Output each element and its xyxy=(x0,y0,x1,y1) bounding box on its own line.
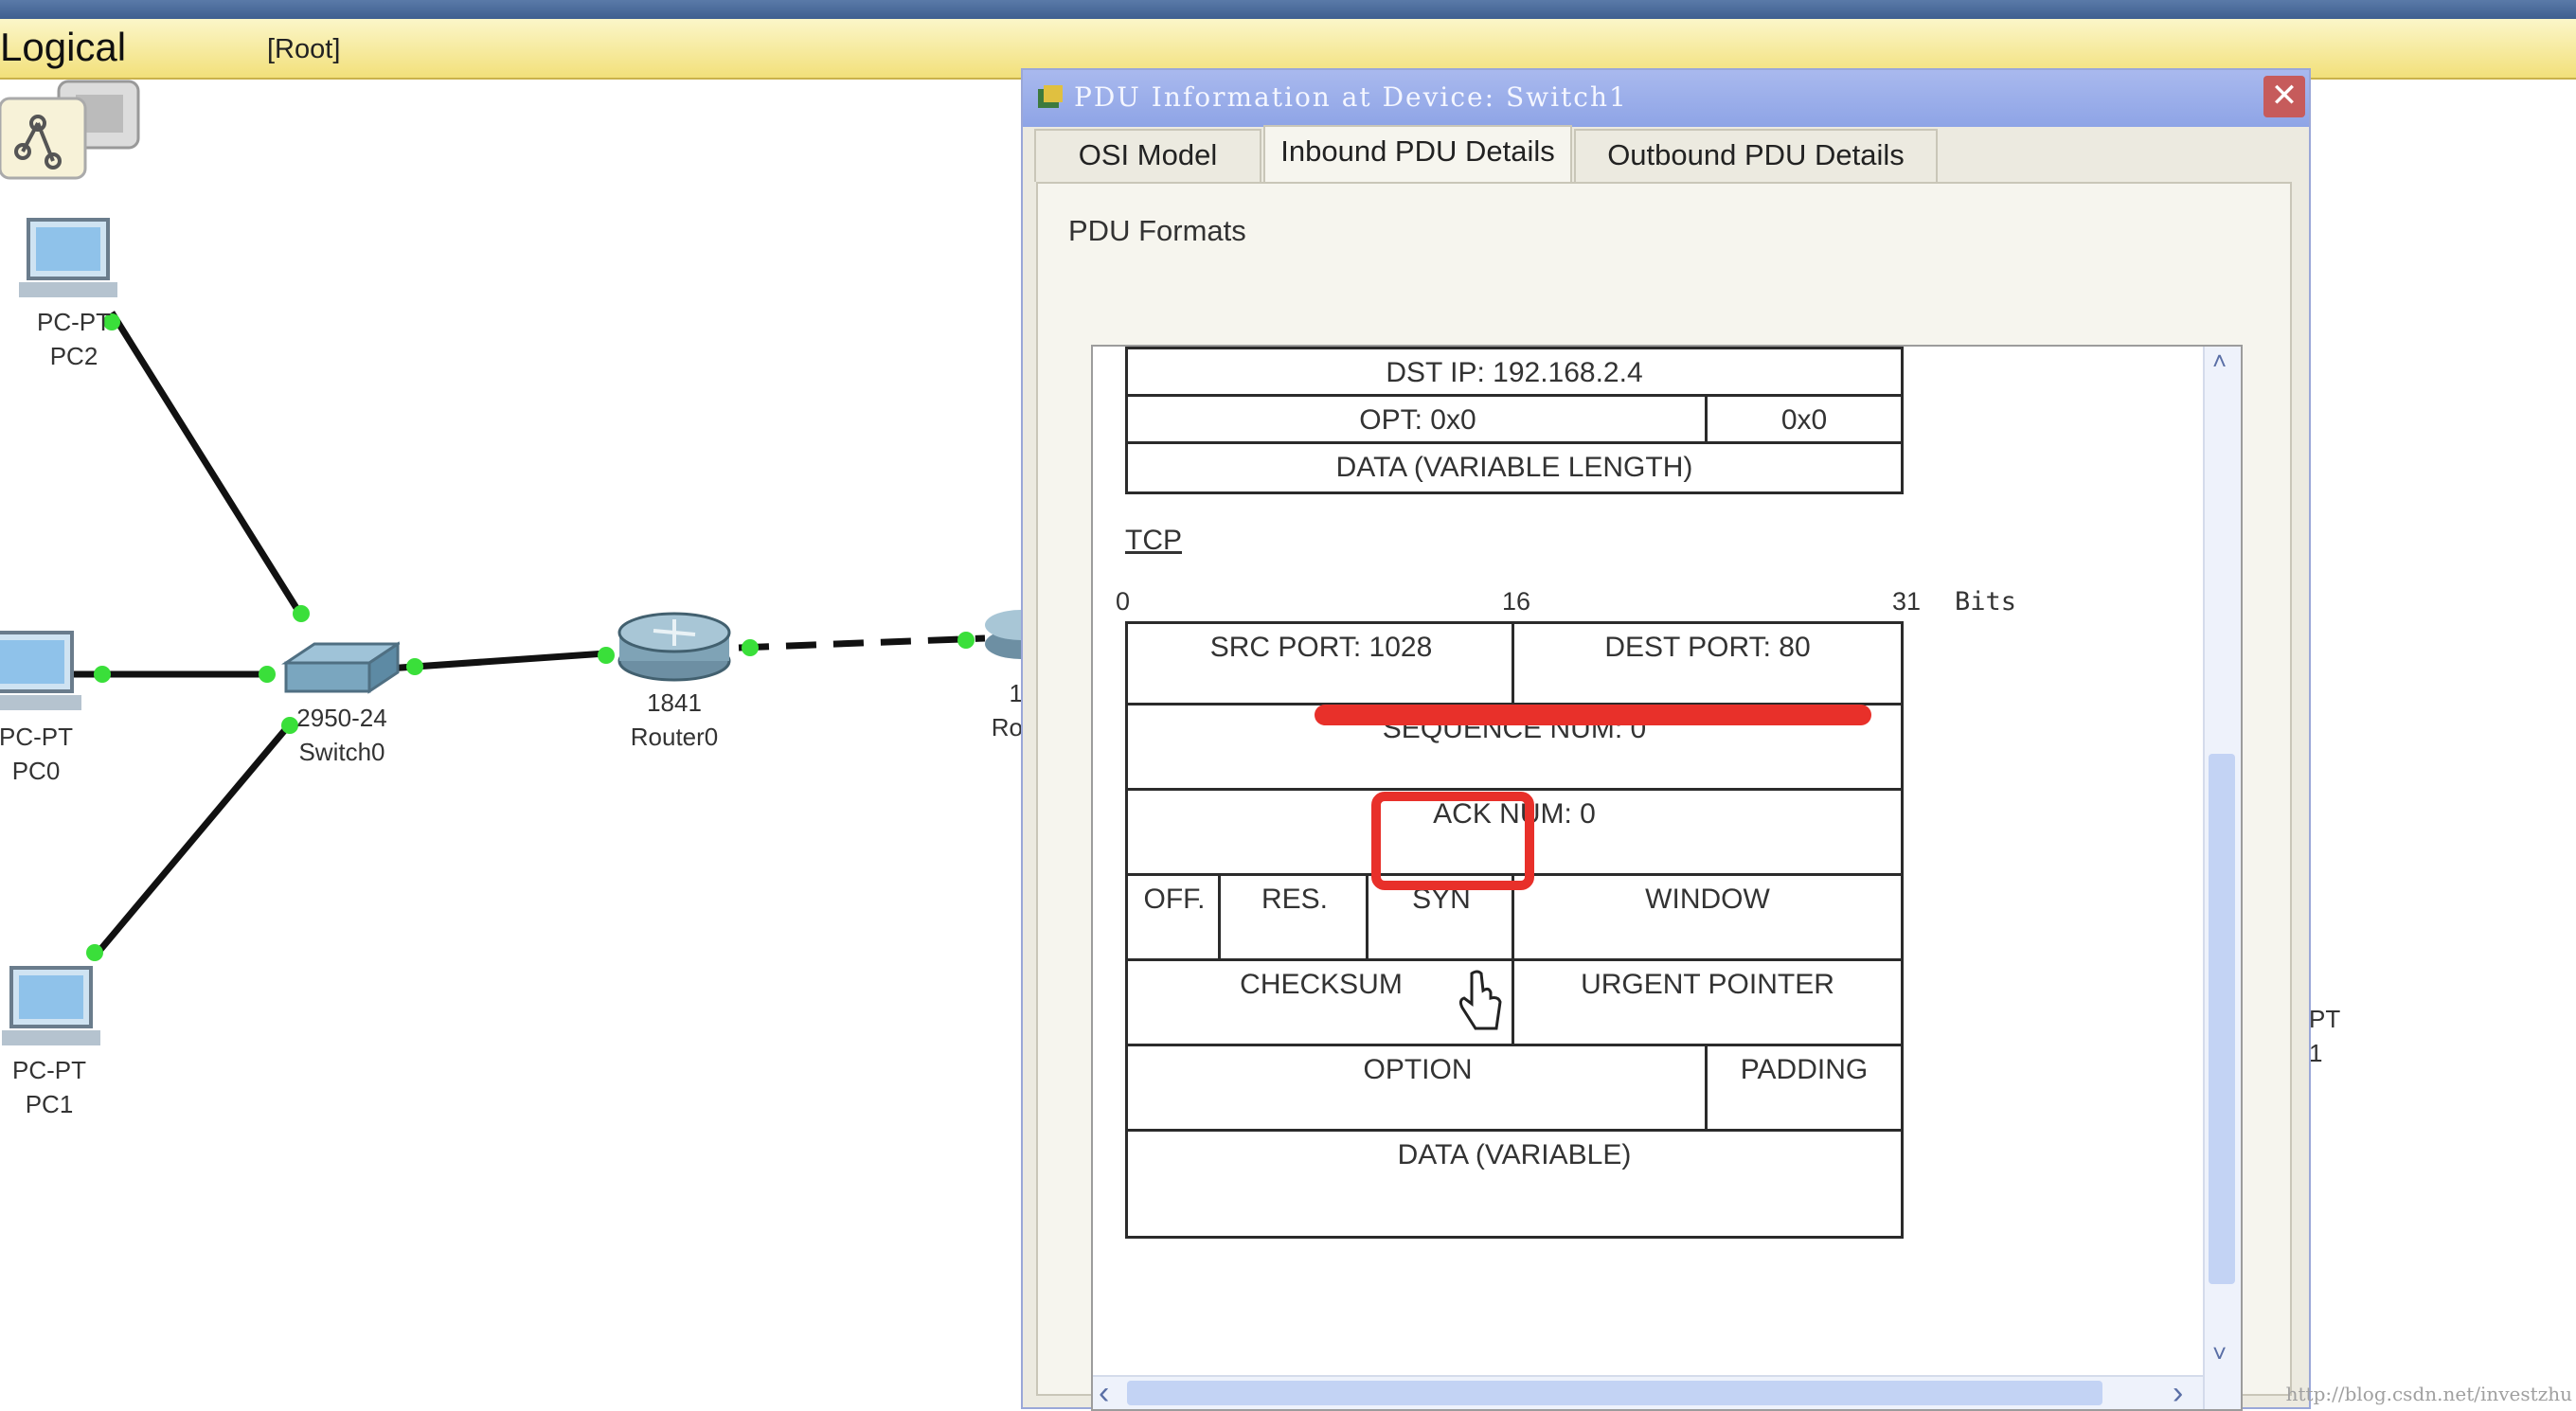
right-partial-name: 1 xyxy=(2309,1039,2323,1067)
tcp-option-text: OPTION xyxy=(1363,1054,1473,1085)
ip-dst-ip-cell: DST IP: 192.168.2.4 xyxy=(1125,347,1904,400)
horizontal-scrollbar[interactable]: ‹ › xyxy=(1093,1375,2203,1409)
tcp-data-text: DATA (VARIABLE) xyxy=(1397,1139,1632,1170)
root-breadcrumb[interactable]: [Root] xyxy=(267,34,341,64)
app-icon xyxy=(1036,83,1064,116)
tcp-res-text: RES. xyxy=(1261,884,1329,915)
tcp-res-cell: RES. xyxy=(1218,873,1371,964)
router0-label: 1841 Router0 xyxy=(612,686,737,754)
pc1-name: PC1 xyxy=(25,1090,74,1118)
tcp-dest-port-text: DEST PORT: 80 xyxy=(1604,632,1811,663)
switch0-model: 2950-24 xyxy=(296,704,387,732)
tcp-checksum-text: CHECKSUM xyxy=(1240,969,1403,1000)
tcp-src-port-cell: SRC PORT: 1028 xyxy=(1125,621,1517,708)
router1-partial-icon[interactable] xyxy=(983,606,1057,668)
scroll-down-icon[interactable]: ˅ xyxy=(2212,1339,2227,1367)
tcp-window-cell: WINDOW xyxy=(1512,873,1904,964)
pc0-label: PC-PT PC0 xyxy=(0,720,85,788)
switch0-name: Switch0 xyxy=(298,738,385,766)
dialog-title-bar[interactable]: PDU Information at Device: Switch1 ✕ xyxy=(1023,70,2309,127)
pc0-name: PC0 xyxy=(11,757,61,785)
router1-partial-label: 1 Ro xyxy=(975,676,1023,744)
ip-dst-ip-text: DST IP: 192.168.2.4 xyxy=(1386,357,1643,388)
horizontal-scroll-thumb[interactable] xyxy=(1127,1381,2102,1405)
pc2-label: PC-PT PC2 xyxy=(17,305,131,373)
dialog-title: PDU Information at Device: Switch1 xyxy=(1074,81,1628,113)
tcp-option-cell: OPTION xyxy=(1125,1044,1710,1134)
scroll-right-icon[interactable]: › xyxy=(2173,1375,2184,1411)
pdu-formats-label: PDU Formats xyxy=(1068,214,1246,247)
pc1-type: PC-PT xyxy=(12,1056,86,1084)
tcp-data-cell: DATA (VARIABLE) xyxy=(1125,1129,1904,1239)
tcp-off-text: OFF. xyxy=(1143,884,1206,915)
ip-opt-pad-cell: 0x0 xyxy=(1705,394,1904,447)
router0-name: Router0 xyxy=(630,723,719,751)
tcp-ack-num-text: ACK NUM: 0 xyxy=(1433,798,1596,830)
vertical-scroll-thumb[interactable] xyxy=(2209,754,2235,1284)
tcp-src-port-text: SRC PORT: 1028 xyxy=(1209,632,1433,663)
pc2-name: PC2 xyxy=(49,342,98,370)
router1-name: Ro xyxy=(991,713,1023,741)
tcp-padding-cell: PADDING xyxy=(1705,1044,1904,1134)
switch0-label: 2950-24 Switch0 xyxy=(280,701,403,769)
network-links xyxy=(38,311,986,961)
tcp-ack-num-cell: ACK NUM: 0 xyxy=(1125,788,1904,879)
pdu-formats-scroll-area[interactable]: DST IP: 192.168.2.4 OPT: 0x0 0x0 DATA (V… xyxy=(1091,345,2243,1411)
pc1-computer-icon[interactable] xyxy=(2,964,100,1049)
tcp-urgent-pointer-cell: URGENT POINTER xyxy=(1512,958,1904,1049)
tcp-dest-port-cell: DEST PORT: 80 xyxy=(1512,621,1904,708)
toolbar-strip xyxy=(0,0,2576,19)
tcp-urgent-pointer-text: URGENT POINTER xyxy=(1581,969,1834,1000)
tcp-checksum-cell: CHECKSUM xyxy=(1125,958,1517,1049)
ip-data-cell: DATA (VARIABLE LENGTH) xyxy=(1125,441,1904,494)
scroll-left-icon[interactable]: ‹ xyxy=(1099,1375,1110,1411)
tcp-padding-text: PADDING xyxy=(1740,1054,1869,1085)
tab-osi-model[interactable]: OSI Model xyxy=(1034,129,1261,182)
syn-highlight-annotation xyxy=(1371,792,1534,890)
bit-16-label: 16 xyxy=(1502,587,1531,616)
right-partial-label: PT 1 xyxy=(2309,1002,2347,1070)
right-partial-type: PT xyxy=(2309,1005,2341,1033)
pdu-information-dialog: PDU Information at Device: Switch1 ✕ OSI… xyxy=(1021,68,2311,1411)
ip-opt-text: OPT: 0x0 xyxy=(1359,404,1476,436)
hand-cursor-icon xyxy=(1457,970,1504,1041)
scroll-up-icon[interactable]: ˄ xyxy=(2212,347,2227,375)
ip-opt-cell: OPT: 0x0 xyxy=(1125,394,1710,447)
pc1-label: PC-PT PC1 xyxy=(0,1053,98,1121)
bits-unit-label: Bits xyxy=(1955,587,2017,616)
pc0-type: PC-PT xyxy=(0,723,73,751)
ip-opt-pad-text: 0x0 xyxy=(1780,404,1828,436)
cluster-icon[interactable] xyxy=(0,78,140,182)
watermark: http://blog.csdn.net/investzhu xyxy=(2285,1383,2572,1405)
bit-0-label: 0 xyxy=(1116,587,1131,616)
bit-31-label: 31 xyxy=(1892,587,1922,616)
tab-outbound-pdu-details[interactable]: Outbound PDU Details xyxy=(1574,129,1938,182)
pc2-computer-icon[interactable] xyxy=(19,216,117,301)
router0-model: 1841 xyxy=(647,688,702,717)
switch0-icon[interactable] xyxy=(277,636,402,707)
logical-mode-label: Logical xyxy=(0,25,127,69)
vertical-scrollbar[interactable]: ˄ ˅ xyxy=(2203,347,2241,1409)
tcp-off-cell: OFF. xyxy=(1125,873,1224,964)
red-underline-annotation xyxy=(1315,705,1871,725)
ip-data-text: DATA (VARIABLE LENGTH) xyxy=(1335,452,1693,483)
close-button[interactable]: ✕ xyxy=(2263,76,2305,117)
pc0-computer-icon[interactable] xyxy=(0,629,81,714)
router1-model: 1 xyxy=(1009,679,1023,707)
router0-icon[interactable] xyxy=(616,610,733,690)
tcp-heading-link[interactable]: TCP xyxy=(1125,525,1182,556)
tcp-window-text: WINDOW xyxy=(1645,884,1770,915)
pc2-type: PC-PT xyxy=(37,308,111,336)
tab-inbound-pdu-details[interactable]: Inbound PDU Details xyxy=(1263,125,1572,184)
inbound-pdu-panel: PDU Formats DST IP: 192.168.2.4 OPT: 0x0… xyxy=(1036,182,2292,1411)
